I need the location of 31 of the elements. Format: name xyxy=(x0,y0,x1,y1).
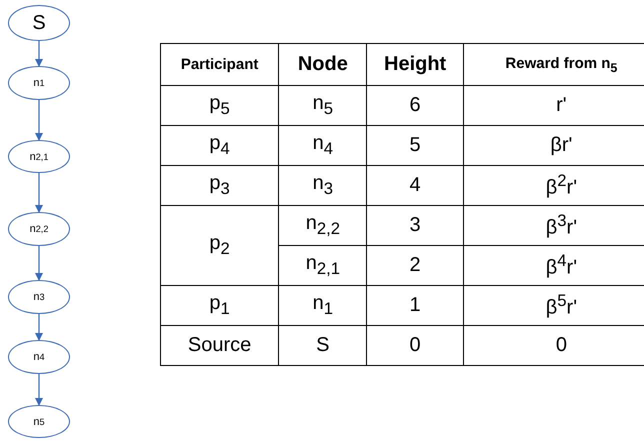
node-name: n$_{1}$ xyxy=(278,286,367,326)
height-value: 4 xyxy=(366,166,464,206)
node-name: n$_{4}$ xyxy=(278,126,367,166)
participant-name: p$_{1}$ xyxy=(160,286,279,326)
arrow xyxy=(35,246,43,281)
height-value: 0 xyxy=(366,326,464,366)
column-header: Reward from n$_{5}$ xyxy=(463,44,644,86)
arrow xyxy=(35,374,43,406)
participant-name: Source xyxy=(160,326,279,366)
arrow xyxy=(35,41,43,67)
arrow xyxy=(35,173,43,213)
node-name: n$_{2,1}$ xyxy=(278,246,367,286)
node-name: n$_{3}$ xyxy=(278,166,367,206)
height-value: 5 xyxy=(366,126,464,166)
arrow xyxy=(35,314,43,341)
participant-name: p$_{3}$ xyxy=(160,166,279,206)
height-value: 3 xyxy=(366,206,464,246)
participant-name: p$_{5}$ xyxy=(160,86,279,126)
height-value: 6 xyxy=(366,86,464,126)
column-header: Participant xyxy=(160,44,279,86)
node-name: n$_{2,2}$ xyxy=(278,206,367,246)
column-header: Node xyxy=(278,44,367,86)
height-value: 1 xyxy=(366,286,464,326)
node-name: S xyxy=(278,326,367,366)
participant-name: p$_{4}$ xyxy=(160,126,279,166)
column-header: Height xyxy=(366,44,464,86)
node-name: n$_{5}$ xyxy=(278,86,367,126)
height-value: 2 xyxy=(366,246,464,286)
participant-name: p$_{2}$ xyxy=(160,206,279,286)
arrow xyxy=(35,100,43,141)
ellipse-node: S xyxy=(8,5,70,41)
